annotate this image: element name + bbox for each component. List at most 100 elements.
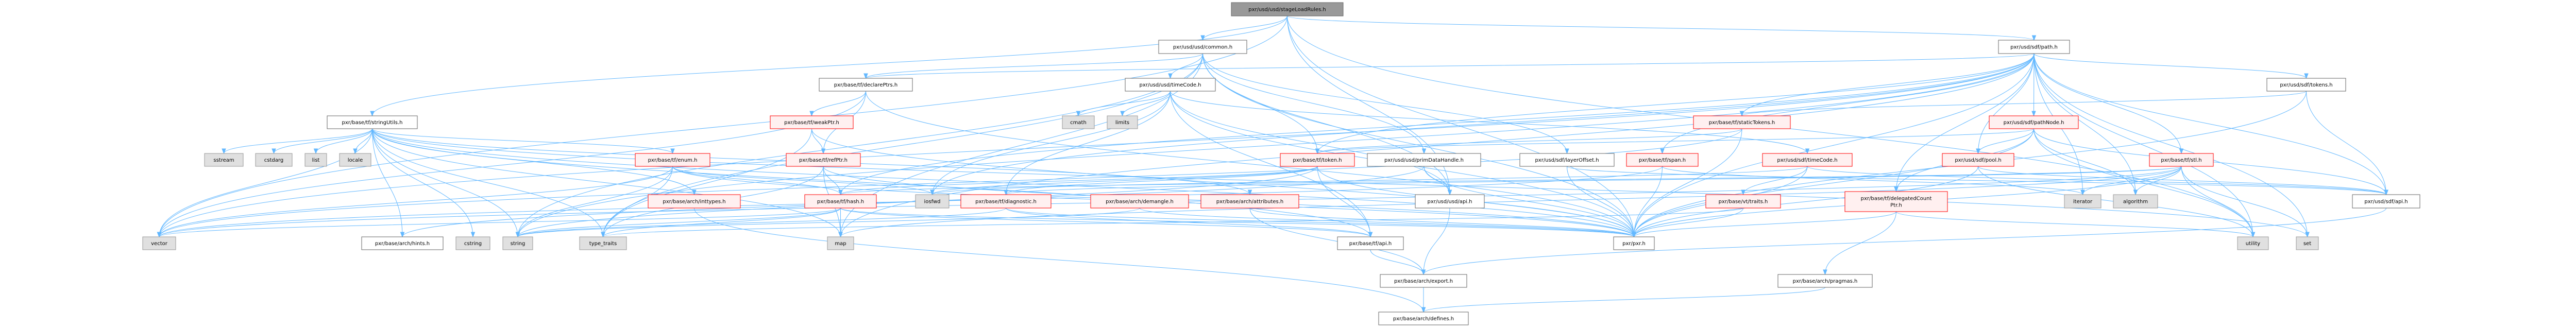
edge-enum-to-iosfwd bbox=[672, 166, 933, 195]
arrowhead-stage-load-rules-to-sdf-path bbox=[2031, 35, 2037, 41]
node-inttypes[interactable]: pxr/base/arch/inttypes.h bbox=[648, 194, 741, 209]
node-box bbox=[915, 194, 950, 209]
node-utility: utility bbox=[2237, 236, 2269, 250]
node-list: list bbox=[304, 153, 327, 167]
node-stage-load-rules[interactable]: pxr/usd/usd/stageLoadRules.h bbox=[1231, 2, 1344, 16]
node-usd-time-code[interactable]: pxr/usd/usd/timeCode.h bbox=[1125, 78, 1216, 92]
node-box bbox=[1613, 236, 1655, 250]
node-hints[interactable]: pxr/base/arch/hints.h bbox=[361, 236, 444, 250]
edge-vt-traits-to-pxr bbox=[1634, 208, 1743, 237]
node-label: set bbox=[2303, 241, 2311, 247]
node-diagnostic[interactable]: pxr/base/tf/diagnostic.h bbox=[960, 194, 1052, 209]
node-sdf-tokens[interactable]: pxr/usd/sdf/tokens.h bbox=[2266, 78, 2346, 92]
node-label: string bbox=[511, 241, 526, 247]
edge-string-utils-to-cstdarg bbox=[274, 128, 372, 154]
edge-usd-common-to-usd-time-code bbox=[1170, 53, 1203, 79]
node-label: pxr/pxr.h bbox=[1622, 241, 1646, 247]
edge-usd-common-to-layer-offset bbox=[1202, 53, 1567, 154]
node-attributes[interactable]: pxr/base/arch/attributes.h bbox=[1200, 194, 1299, 209]
edge-string-utils-to-sstream bbox=[224, 128, 372, 154]
node-label: cstring bbox=[464, 241, 482, 247]
arrowhead-stl-to-hash bbox=[838, 189, 843, 196]
node-box bbox=[1705, 194, 1781, 209]
node-label: pxr/usd/usd/api.h bbox=[1427, 199, 1472, 205]
edge-span-to-iterator bbox=[1662, 166, 2083, 195]
node-stl[interactable]: pxr/base/tf/stl.h bbox=[2149, 153, 2214, 167]
edge-usd-time-code-to-iosfwd bbox=[932, 91, 1171, 195]
edge-sdf-time-code-to-iosfwd bbox=[932, 166, 1808, 195]
node-path-node[interactable]: pxr/usd/sdf/pathNode.h bbox=[1989, 115, 2079, 129]
node-layer-offset[interactable]: pxr/usd/sdf/layerOffset.h bbox=[1519, 153, 1615, 167]
edge-hash-to-type-traits bbox=[603, 208, 841, 237]
arrowhead-stl-to-algorithm bbox=[2133, 189, 2138, 196]
node-box bbox=[2149, 153, 2214, 167]
node-pragmas[interactable]: pxr/base/arch/pragmas.h bbox=[1777, 274, 1873, 288]
node-label: cstdarg bbox=[264, 158, 283, 163]
edge-sdf-path-to-sdf-tokens bbox=[2033, 53, 2307, 79]
node-label: locale bbox=[348, 158, 363, 163]
node-string-utils[interactable]: pxr/base/tf/stringUtils.h bbox=[327, 115, 418, 129]
node-label: list bbox=[312, 158, 320, 163]
node-pxr[interactable]: pxr/pxr.h bbox=[1613, 236, 1655, 250]
node-enum[interactable]: pxr/base/tf/enum.h bbox=[635, 153, 710, 167]
node-sdf-path[interactable]: pxr/usd/sdf/path.h bbox=[1998, 40, 2070, 54]
edge-sdf-api-to-export bbox=[1423, 208, 2386, 275]
node-label: pxr/base/arch/hints.h bbox=[375, 241, 430, 247]
node-label: utility bbox=[2246, 241, 2261, 247]
arrowhead-stl-to-iterator bbox=[2080, 189, 2085, 196]
arrowhead-stl-to-pxr bbox=[1632, 232, 1636, 238]
edge-usd-common-to-prim-data-handle bbox=[1202, 53, 1425, 154]
edge-stl-to-set bbox=[2181, 166, 2308, 237]
node-token[interactable]: pxr/base/tf/token.h bbox=[1280, 153, 1355, 167]
arrowhead-stage-load-rules-to-usd-common bbox=[1200, 35, 1205, 41]
node-box bbox=[455, 236, 490, 250]
node-prim-data-handle[interactable]: pxr/usd/usd/primDataHandle.h bbox=[1367, 153, 1481, 167]
node-span[interactable]: pxr/base/tf/span.h bbox=[1626, 153, 1699, 167]
node-weak-ptr[interactable]: pxr/base/tf/weakPtr.h bbox=[770, 115, 854, 129]
edge-span-to-pxr bbox=[1634, 166, 1663, 237]
node-declare-ptrs[interactable]: pxr/base/tf/declarePtrs.h bbox=[819, 78, 913, 92]
node-demangle[interactable]: pxr/base/arch/demangle.h bbox=[1090, 194, 1189, 209]
arrowhead-stage-load-rules-to-string-utils bbox=[370, 111, 375, 117]
edge-stl-to-hash bbox=[840, 166, 2182, 195]
edge-sdf-path-to-stl bbox=[2033, 53, 2182, 154]
node-box bbox=[819, 78, 913, 92]
edge-usd-api-to-export bbox=[1423, 208, 1450, 275]
node-sdf-api[interactable]: pxr/usd/sdf/api.h bbox=[2352, 194, 2420, 209]
edge-pragmas-to-defines bbox=[1423, 287, 1825, 313]
edge-token-to-iosfwd bbox=[932, 166, 1318, 195]
node-box bbox=[1337, 236, 1404, 250]
node-label: pxr/usd/usd/stageLoadRules.h bbox=[1248, 7, 1326, 13]
edge-static-tokens-to-vector bbox=[159, 128, 1742, 237]
node-box bbox=[304, 153, 327, 167]
edges-layer bbox=[157, 15, 2388, 313]
node-sdf-time-code[interactable]: pxr/usd/sdf/timeCode.h bbox=[1762, 153, 1853, 167]
node-pool[interactable]: pxr/usd/sdf/pool.h bbox=[1942, 153, 2014, 167]
arrowhead-delegated-count-ptr-to-pragmas bbox=[1823, 269, 1827, 275]
node-label: pxr/usd/sdf/pool.h bbox=[1955, 158, 2001, 163]
node-usd-api[interactable]: pxr/usd/usd/api.h bbox=[1415, 194, 1485, 209]
node-tf-api[interactable]: pxr/base/tf/api.h bbox=[1337, 236, 1404, 250]
node-map: map bbox=[827, 236, 854, 250]
node-vt-traits[interactable]: pxr/base/vt/traits.h bbox=[1705, 194, 1781, 209]
node-label: map bbox=[835, 241, 846, 247]
node-static-tokens[interactable]: pxr/base/tf/staticTokens.h bbox=[1693, 115, 1791, 129]
edge-prim-data-handle-to-pxr bbox=[1423, 166, 1634, 237]
edge-path-node-to-token bbox=[1317, 128, 2034, 154]
edge-token-to-diagnostic bbox=[1006, 166, 1318, 195]
node-hash[interactable]: pxr/base/tf/hash.h bbox=[804, 194, 877, 209]
edge-hash-to-pxr bbox=[840, 208, 1634, 237]
node-export[interactable]: pxr/base/arch/export.h bbox=[1380, 274, 1467, 288]
arrowhead-stl-to-set bbox=[2305, 232, 2310, 238]
edge-sdf-path-to-iosfwd bbox=[932, 53, 2035, 195]
edge-string-utils-to-locale bbox=[355, 128, 372, 154]
node-box bbox=[1158, 40, 1247, 54]
arrowhead-token-to-tf-api bbox=[1368, 232, 1373, 238]
node-ref-ptr[interactable]: pxr/base/tf/refPtr.h bbox=[786, 153, 861, 167]
node-usd-common[interactable]: pxr/usd/usd/common.h bbox=[1158, 40, 1247, 54]
arrowhead-sdf-path-to-string bbox=[515, 232, 520, 238]
node-defines[interactable]: pxr/base/arch/defines.h bbox=[1378, 312, 1469, 325]
node-label: pxr/base/arch/defines.h bbox=[1393, 316, 1454, 322]
node-label: pxr/usd/usd/timeCode.h bbox=[1140, 82, 1201, 88]
